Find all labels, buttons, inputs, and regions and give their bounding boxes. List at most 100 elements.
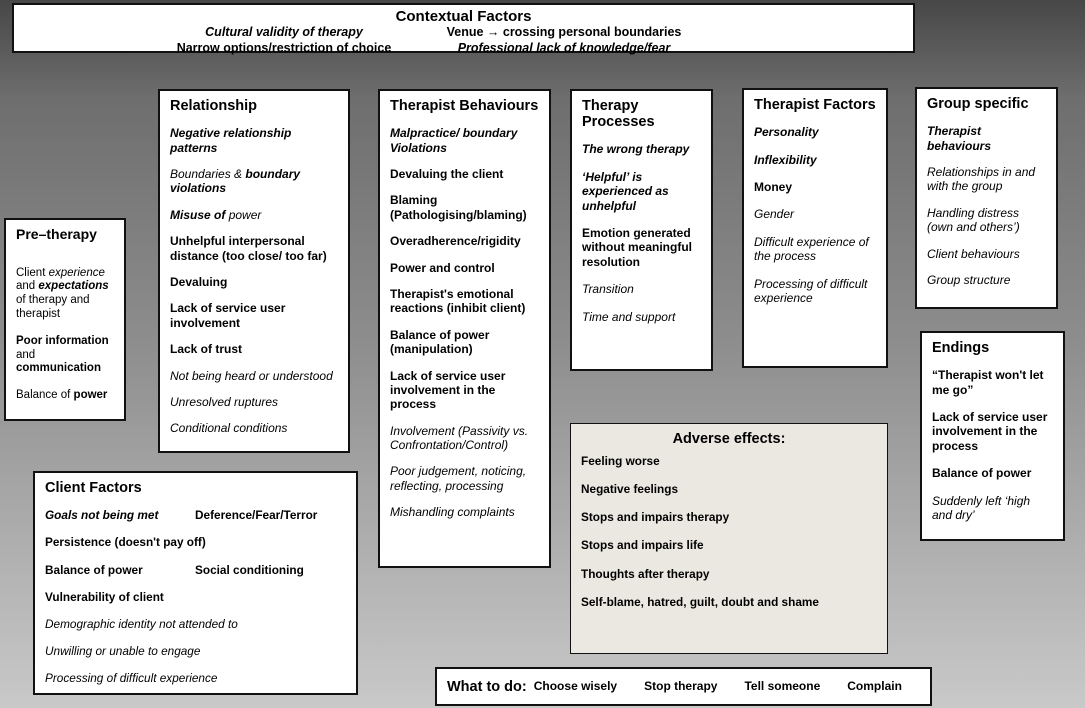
text-segment: Unresolved ruptures	[170, 394, 279, 409]
list-item: Therapist's emotional reactions (inhibit…	[390, 287, 539, 316]
list-item: Devaluing	[170, 275, 338, 289]
text-segment: Choose wisely	[533, 679, 618, 694]
list-item: Lack of service user involvement	[170, 301, 338, 330]
list-item: Processing of difficult experience	[45, 671, 346, 685]
list-item: Lack of service user involvement in the …	[390, 369, 539, 412]
text-segment: Group structure	[927, 272, 1011, 287]
pre-therapy-items: Client experience and expectations of th…	[16, 267, 114, 403]
text-segment: and	[16, 348, 36, 361]
list-item: ‘Helpful’ is experienced as unhelpful	[582, 170, 701, 213]
text-segment: Thoughts after therapy	[581, 566, 710, 581]
text-segment: Client	[16, 266, 49, 279]
what-to-do-title: What to do:	[447, 678, 527, 695]
text-segment: Feeling worse	[581, 454, 660, 468]
text-segment: Lack of service user involvement in the …	[932, 410, 1048, 453]
list-item-left: Balance of power	[45, 563, 195, 577]
text-segment: Malpractice/ boundary Violations	[390, 126, 518, 155]
list-item: Negative relationship patterns	[170, 126, 338, 155]
list-item: Persistence (doesn't pay off)	[45, 535, 346, 549]
text-segment: Social conditioning	[195, 562, 304, 577]
text-segment: experience	[48, 266, 105, 279]
list-item: Suddenly left ‘high and dry’	[932, 494, 1053, 523]
list-item-right: Deference/Fear/Terror	[195, 508, 317, 522]
text-segment: Poor information	[16, 334, 109, 347]
list-item: Tell someone	[744, 679, 820, 693]
text-segment: Not being heard or understood	[170, 368, 333, 383]
list-item: Misuse of power	[170, 208, 338, 222]
text-segment: Difficult experience of the process	[754, 234, 869, 264]
text-segment: Stop therapy	[644, 679, 718, 694]
text-segment: and	[16, 280, 39, 293]
relationship-title: Relationship	[170, 98, 258, 114]
text-segment: Relationships in and with the group	[927, 165, 1036, 194]
text-segment: expectations	[38, 280, 109, 293]
endings-title: Endings	[932, 340, 990, 356]
text-segment: Negative relationship patterns	[170, 126, 292, 155]
list-item: Stops and impairs life	[581, 538, 877, 552]
list-item: Balance of power	[932, 466, 1053, 480]
list-item: Self-blame, hatred, guilt, doubt and sha…	[581, 595, 877, 609]
text-segment: Client behaviours	[927, 246, 1020, 261]
list-item: Inflexibility	[754, 153, 876, 167]
list-item: Client experience and expectations of th…	[16, 267, 114, 322]
text-segment: Mishandling complaints	[390, 505, 515, 520]
list-item: Transition	[582, 282, 701, 296]
text-segment: boundary violations	[170, 167, 301, 196]
text-segment: Suddenly left ‘high and dry’	[932, 493, 1031, 522]
list-item: Unhelpful interpersonal distance (too cl…	[170, 234, 338, 263]
text-segment: Power and control	[390, 260, 495, 275]
therapist-behaviours-title: Therapist Behaviours	[390, 98, 539, 114]
list-item: Vulnerability of client	[45, 590, 346, 604]
list-item: Narrow options/restriction of choice	[144, 41, 424, 57]
list-item: Involvement (Passivity vs. Confrontation…	[390, 424, 539, 453]
list-item: Malpractice/ boundary Violations	[390, 126, 539, 155]
list-item: Personality	[754, 125, 876, 139]
text-segment: Devaluing the client	[390, 167, 504, 182]
list-item: Difficult experience of the process	[754, 235, 876, 264]
list-item: Devaluing the client	[390, 167, 539, 181]
list-item: Unresolved ruptures	[170, 395, 338, 409]
list-item: Poor judgement, noticing, reflecting, pr…	[390, 464, 539, 493]
contextual-factors-box: Contextual Factors Cultural validity of …	[12, 3, 915, 56]
text-segment: Transition	[582, 282, 634, 297]
text-segment: Inflexibility	[754, 152, 817, 167]
text-segment: Unhelpful interpersonal distance (too cl…	[170, 234, 327, 263]
text-segment: Conditional conditions	[170, 421, 288, 436]
text-segment: Gender	[754, 207, 795, 222]
text-segment: Stops and impairs life	[581, 538, 704, 553]
text-segment: Money	[754, 180, 793, 195]
text-segment: Persistence (doesn't pay off)	[45, 535, 206, 550]
text-segment: Personality	[754, 125, 819, 140]
list-item: Time and support	[582, 310, 701, 324]
text-segment: Involvement (Passivity vs. Confrontation…	[390, 423, 529, 453]
list-item: The wrong therapy	[582, 142, 701, 156]
what-to-do-box: What to do: Choose wisely Stop therapy Tel…	[435, 667, 932, 706]
list-item-left: Goals not being met	[45, 508, 195, 522]
list-item: Conditional conditions	[170, 421, 338, 435]
list-item: Emotion generated without meaningful res…	[582, 226, 701, 269]
text-segment: Balance of	[16, 389, 74, 402]
text-segment: Devaluing	[170, 274, 228, 289]
list-item: Lack of service user involvement in the …	[932, 410, 1053, 453]
text-segment: Demographic identity not attended to	[45, 616, 238, 631]
list-item: Processing of difficult experience	[754, 277, 876, 306]
text-segment: Boundaries &	[170, 167, 246, 182]
list-item: Stops and impairs therapy	[581, 510, 877, 524]
text-segment: Overadherence/rigidity	[390, 234, 521, 249]
text-segment: Tell someone	[744, 679, 821, 694]
list-item: Thoughts after therapy	[581, 567, 877, 581]
text-segment: Unwilling or unable to engage	[45, 644, 201, 659]
list-item: Therapist behaviours	[927, 124, 1046, 153]
text-segment: Therapist's emotional reactions (inhibit…	[390, 286, 526, 316]
client-factors-title: Client Factors	[45, 480, 142, 496]
text-segment: Vulnerability of client	[45, 589, 164, 604]
